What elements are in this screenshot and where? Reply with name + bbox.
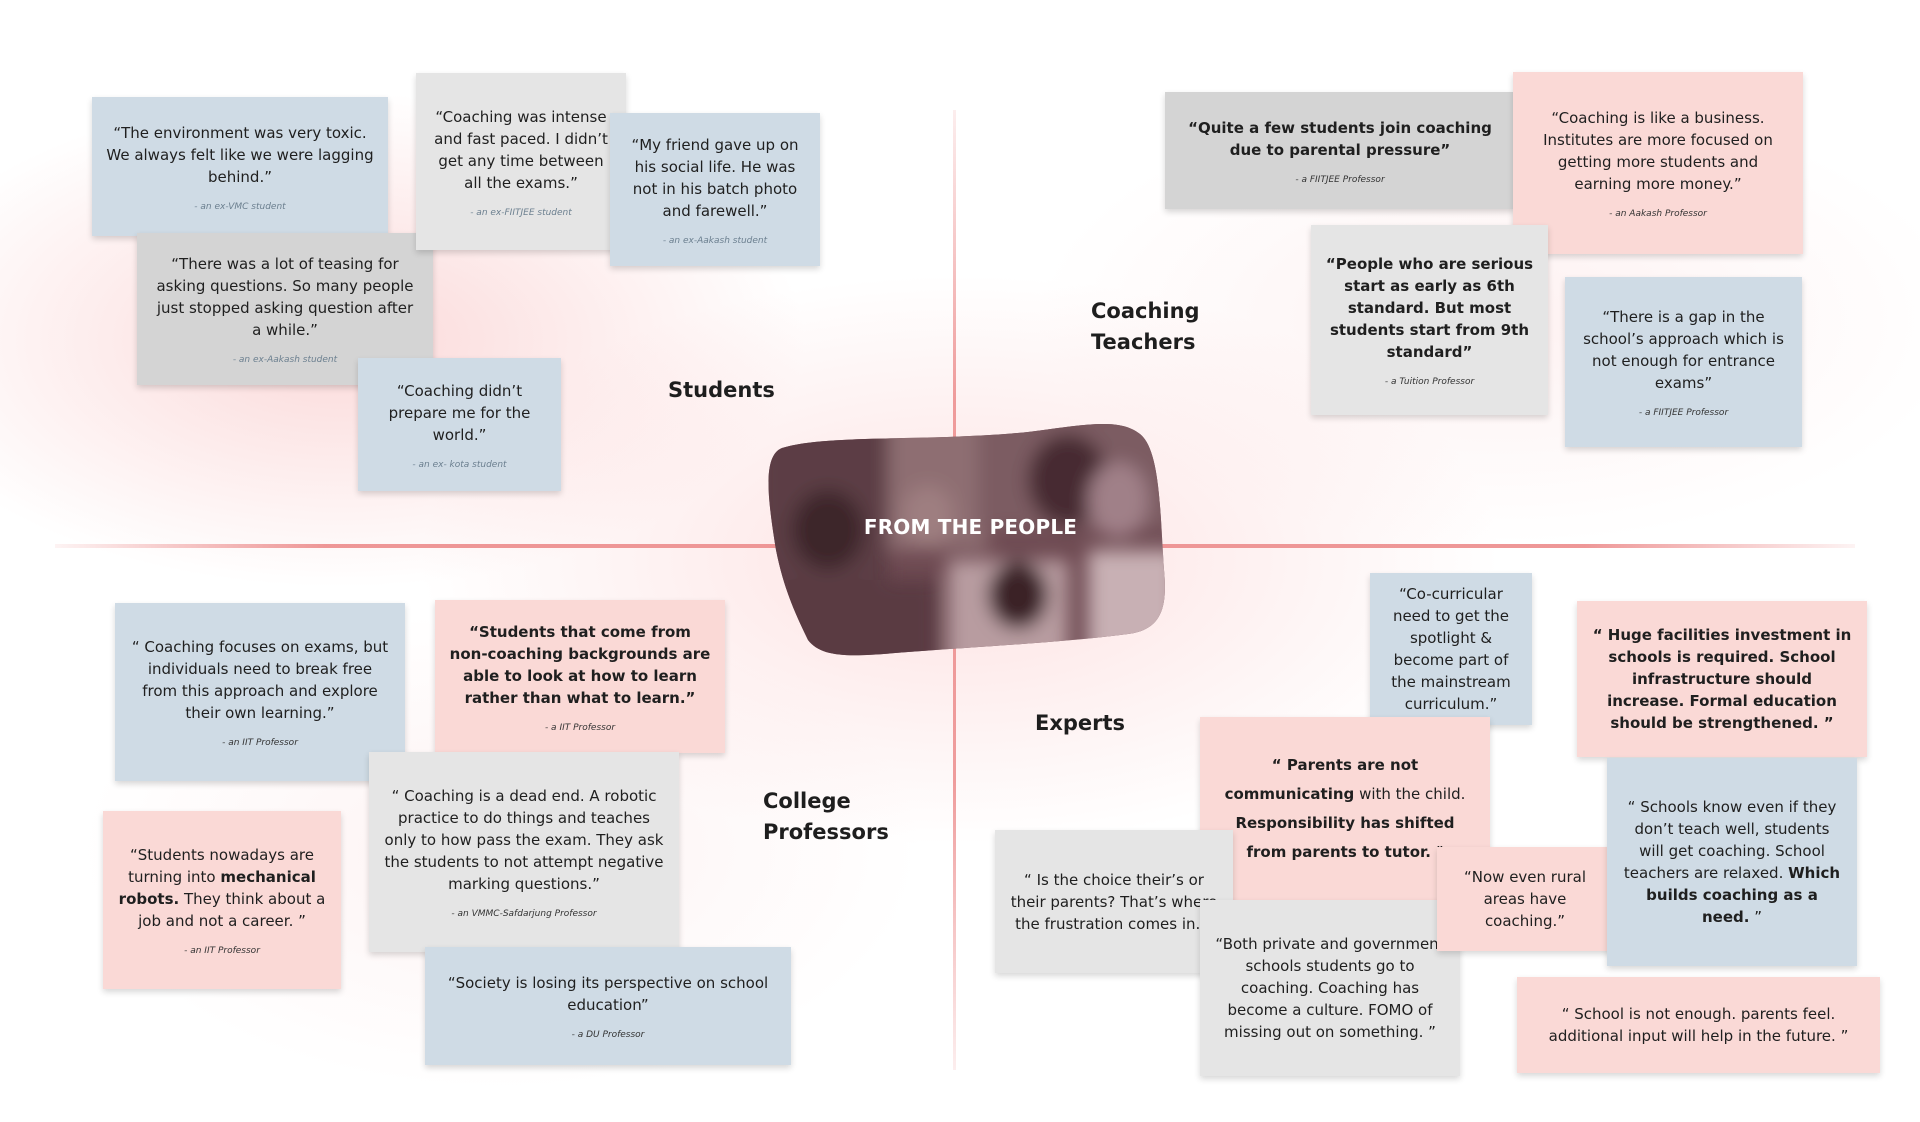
quote-author: - an ex-FIITJEE student [470, 207, 572, 218]
quote-card: “ School is not enough. parents feel. ad… [1517, 977, 1880, 1073]
quote-author: - an ex- kota student [412, 459, 507, 470]
category-label-line: Coaching [1091, 299, 1200, 323]
quote-text: “ Is the choice their’s or their parents… [1010, 870, 1218, 933]
quote-text-part: “ Schools know even if they don’t teach … [1623, 798, 1837, 882]
category-label-line: Professors [763, 820, 889, 844]
category-label-line: College [763, 789, 851, 813]
quote-author: - a FIITJEE Professor [1638, 408, 1729, 418]
quote-card: “People who are serious start as early a… [1311, 225, 1548, 415]
quote-text: “There was a lot of teasing for asking q… [156, 255, 414, 339]
quote-card: “There is a gap in the school’s approach… [1565, 277, 1802, 447]
quote-card: “Co-curricular need to get the spotlight… [1370, 573, 1532, 725]
quote-author: - a DU Professor [571, 1030, 645, 1040]
category-experts: Experts [1035, 711, 1126, 735]
quote-card: “The environment was very toxic. We alwa… [92, 97, 388, 236]
quote-author: - an ex-Aakash student [232, 355, 338, 365]
quote-card: “ Coaching is a dead end. A robotic prac… [369, 752, 679, 952]
quote-author: - a IIT Professor [544, 722, 616, 733]
quote-text: “ Coaching focuses on exams, but individ… [131, 638, 389, 722]
quote-card: “Now even rural areas have coaching.” [1437, 847, 1613, 951]
quote-text: “People who are serious start as early a… [1325, 255, 1534, 361]
quote-text: “My friend gave up on his social life. H… [631, 135, 799, 220]
quote-text: “ Schools know even if they don’t teach … [1621, 796, 1843, 928]
center-photo [768, 423, 1165, 656]
quote-emphasis: mechanical robots. [118, 868, 316, 908]
category-coaching-teachers: Coaching Teachers [1091, 296, 1200, 358]
quote-emphasis: Which builds coaching as a need. [1646, 864, 1841, 926]
quote-author: - a FIITJEE Professor [1295, 174, 1385, 185]
quote-text-part: They think about a job and not a career.… [138, 890, 326, 930]
quote-text: “ School is not enough. parents feel. ad… [1548, 1005, 1849, 1045]
quote-text-part: “Students nowadays are turning into [128, 846, 314, 886]
quote-text: “Coaching was intense and fast paced. I … [434, 107, 608, 192]
quote-card: “Both private and government schools stu… [1200, 900, 1460, 1076]
quote-text: “The environment was very toxic. We alwa… [106, 123, 374, 186]
quote-text: “ Parents are not communicating with the … [1214, 751, 1476, 867]
quote-text-part: ” [1754, 908, 1763, 926]
quote-text: “Quite a few students join coaching due … [1188, 118, 1492, 159]
quote-author: - an IIT Professor [222, 738, 298, 748]
quote-text: “Co-curricular need to get the spotlight… [1391, 585, 1511, 713]
quote-author: - an Aakash Professor [1609, 209, 1707, 219]
quote-card: “Students nowadays are turning into mech… [103, 811, 341, 989]
center-title: FROM THE PEOPLE [863, 515, 1078, 539]
quote-card: “Quite a few students join coaching due … [1165, 92, 1515, 209]
quote-card: “ Coaching focuses on exams, but individ… [115, 603, 405, 781]
quote-text: “ Coaching is a dead end. A robotic prac… [384, 787, 664, 893]
quote-card: “ Huge facilities investment in schools … [1577, 601, 1867, 757]
quote-emphasis: Responsibility has shifted from parents … [1235, 813, 1455, 861]
quote-text: “Both private and government schools stu… [1215, 935, 1445, 1041]
quote-text: “Students that come from non-coaching ba… [449, 622, 711, 707]
quote-card: “ Schools know even if they don’t teach … [1607, 758, 1857, 966]
quote-text-part: with the child. [1359, 784, 1466, 803]
quote-text: “Students nowadays are turning into mech… [117, 844, 327, 932]
quote-text: “ Huge facilities investment in schools … [1592, 626, 1852, 732]
quote-author: - an VMMC-Safdarjung Professor [451, 909, 597, 919]
quote-text: “Coaching is like a business. Institutes… [1543, 109, 1773, 193]
quote-card: “Society is losing its perspective on sc… [425, 947, 791, 1065]
quote-card: “My friend gave up on his social life. H… [610, 113, 820, 266]
category-label-line: Teachers [1091, 330, 1196, 354]
quote-text: “Now even rural areas have coaching.” [1463, 868, 1586, 930]
quote-emphasis: communicating [1224, 784, 1355, 803]
quote-card: “Students that come from non-coaching ba… [435, 600, 725, 753]
category-college-professors: College Professors [763, 786, 889, 848]
quote-card: “Coaching was intense and fast paced. I … [416, 73, 626, 250]
quote-text: “There is a gap in the school’s approach… [1583, 308, 1784, 392]
quote-author: - a Tuition Professor [1384, 377, 1475, 387]
quote-card: “Coaching is like a business. Institutes… [1513, 72, 1803, 254]
quote-text: “Coaching didn’t prepare me for the worl… [388, 381, 531, 444]
quote-emphasis: “ Parents are not [1271, 755, 1419, 774]
quote-author: - an ex-Aakash student [662, 235, 768, 246]
quote-author: - an ex-VMC student [194, 201, 286, 212]
quote-card: “Coaching didn’t prepare me for the worl… [358, 358, 561, 491]
quote-author: - an IIT Professor [184, 946, 260, 956]
quote-text: “Society is losing its perspective on sc… [447, 974, 769, 1014]
category-students: Students [668, 378, 775, 402]
quote-card: “ Is the choice their’s or their parents… [995, 830, 1233, 973]
